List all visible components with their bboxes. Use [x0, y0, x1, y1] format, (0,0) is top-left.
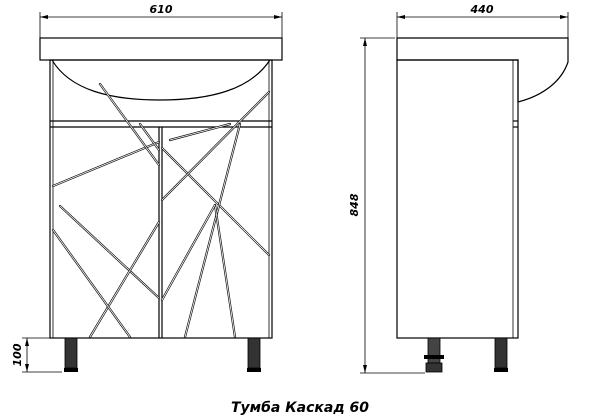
- dimension-legs-label: 100: [11, 343, 24, 366]
- dimension-depth-label: 440: [470, 3, 494, 16]
- drawing-caption: Тумба Каскад 60: [231, 400, 369, 416]
- dimension-legs: 100: [11, 337, 62, 373]
- side-legs: [424, 337, 508, 373]
- dimension-depth: 440: [396, 3, 569, 40]
- dimension-width-label: 610: [150, 3, 173, 16]
- decor-pattern-left: [51, 82, 161, 339]
- decor-pattern-right: [160, 90, 271, 339]
- side-view: [396, 37, 569, 373]
- front-view: [39, 37, 283, 372]
- dimension-width: 610: [39, 3, 283, 40]
- front-legs: [64, 337, 261, 372]
- dimension-height: 848: [348, 37, 425, 374]
- dimension-height-label: 848: [348, 193, 361, 216]
